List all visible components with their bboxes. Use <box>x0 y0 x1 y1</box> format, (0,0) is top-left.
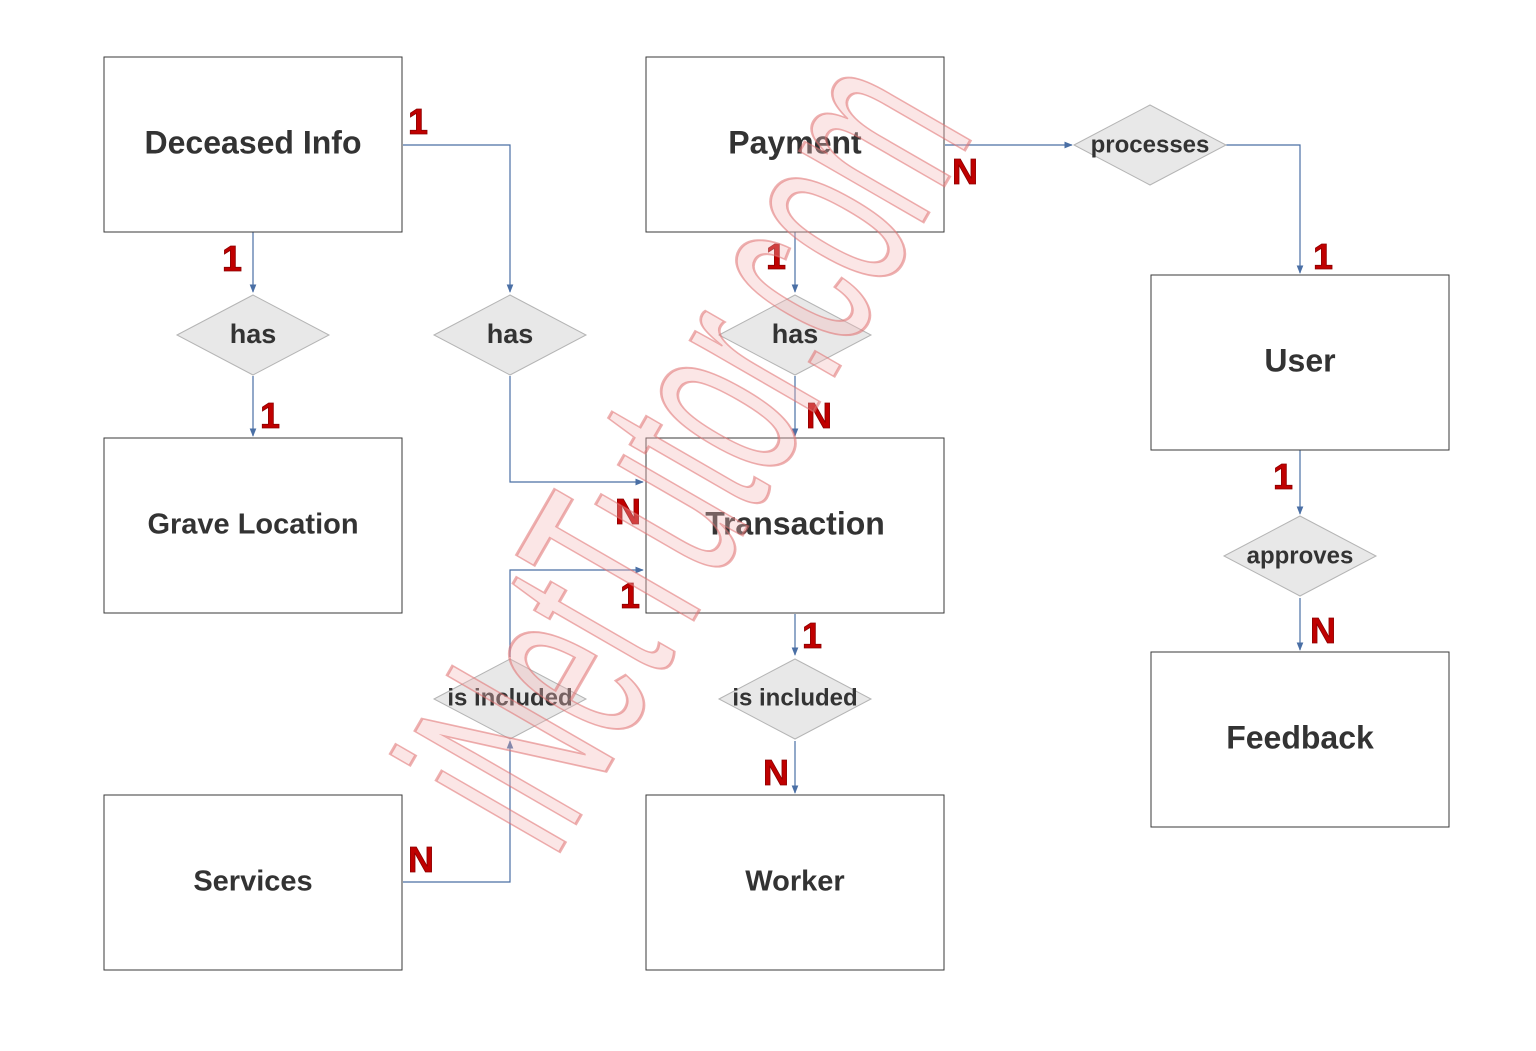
cardinality-transaction-to-worker: 1 <box>802 615 822 656</box>
connector-has-transaction <box>509 376 644 486</box>
entity-payment[interactable]: Payment <box>645 56 945 233</box>
entity-transaction[interactable]: Transaction <box>645 437 945 614</box>
cardinality-user-to-approves: 1 <box>1273 456 1293 497</box>
connector-services-included <box>403 740 514 883</box>
relationship-deceased-transaction[interactable]: has <box>432 294 588 376</box>
cardinality-deceased-to-transaction: 1 <box>408 101 428 142</box>
relationship-label-services-transaction: is included <box>447 684 572 711</box>
cardinality-transaction-from-services: 1 <box>620 575 640 616</box>
cardinality-labels: 1 N 1 1 1 1 N 1 N 1 1 N N N <box>222 101 1337 881</box>
cardinality-services-side: N <box>408 839 434 880</box>
relationship-label-deceased-grave: has <box>230 319 277 349</box>
entity-label-deceased-info: Deceased Info <box>145 124 362 160</box>
entity-label-user: User <box>1264 342 1335 378</box>
entity-feedback[interactable]: Feedback <box>1150 651 1450 828</box>
cardinality-worker-side: N <box>763 752 789 793</box>
cardinality-deceased-to-grave: 1 <box>222 238 242 279</box>
connectors <box>249 141 1304 883</box>
entity-services[interactable]: Services <box>103 794 403 971</box>
entity-user[interactable]: User <box>1150 274 1450 451</box>
cardinality-transaction-from-payment: N <box>806 395 832 436</box>
cardinality-user-side: 1 <box>1313 236 1333 277</box>
entity-worker[interactable]: Worker <box>645 794 945 971</box>
entity-label-feedback: Feedback <box>1226 719 1374 755</box>
relationship-label-payment-transaction: has <box>772 319 819 349</box>
connector-included-transaction <box>509 566 644 657</box>
cardinality-feedback-side: N <box>1310 610 1336 651</box>
relationship-label-user-feedback: approves <box>1247 542 1354 569</box>
cardinality-transaction-from-deceased: N <box>615 491 641 532</box>
entity-grave-location[interactable]: Grave Location <box>103 437 403 614</box>
relationship-label-deceased-transaction: has <box>487 319 534 349</box>
relationship-payment-transaction[interactable]: has <box>717 294 873 376</box>
cardinality-payment-to-user: N <box>952 151 978 192</box>
relationship-transaction-worker[interactable]: is included <box>717 658 873 740</box>
relationship-payment-user[interactable]: processes <box>1072 104 1228 186</box>
connector-deceased-has-transaction <box>403 144 514 293</box>
relationship-deceased-grave[interactable]: has <box>175 294 331 376</box>
connector-processes-user <box>1226 144 1304 274</box>
entity-deceased-info[interactable]: Deceased Info <box>103 56 403 233</box>
relationship-label-transaction-worker: is included <box>732 684 857 711</box>
cardinality-payment-to-has: 1 <box>766 236 786 277</box>
entity-label-services: Services <box>193 866 312 898</box>
relationship-label-payment-user: processes <box>1091 131 1210 158</box>
relationship-services-transaction[interactable]: is included <box>432 658 588 740</box>
entity-label-worker: Worker <box>745 866 844 898</box>
relationship-user-feedback[interactable]: approves <box>1222 515 1378 597</box>
entity-label-grave-location: Grave Location <box>147 509 358 541</box>
entity-label-transaction: Transaction <box>705 505 885 541</box>
entity-label-payment: Payment <box>728 124 862 160</box>
cardinality-grave-side: 1 <box>260 395 280 436</box>
